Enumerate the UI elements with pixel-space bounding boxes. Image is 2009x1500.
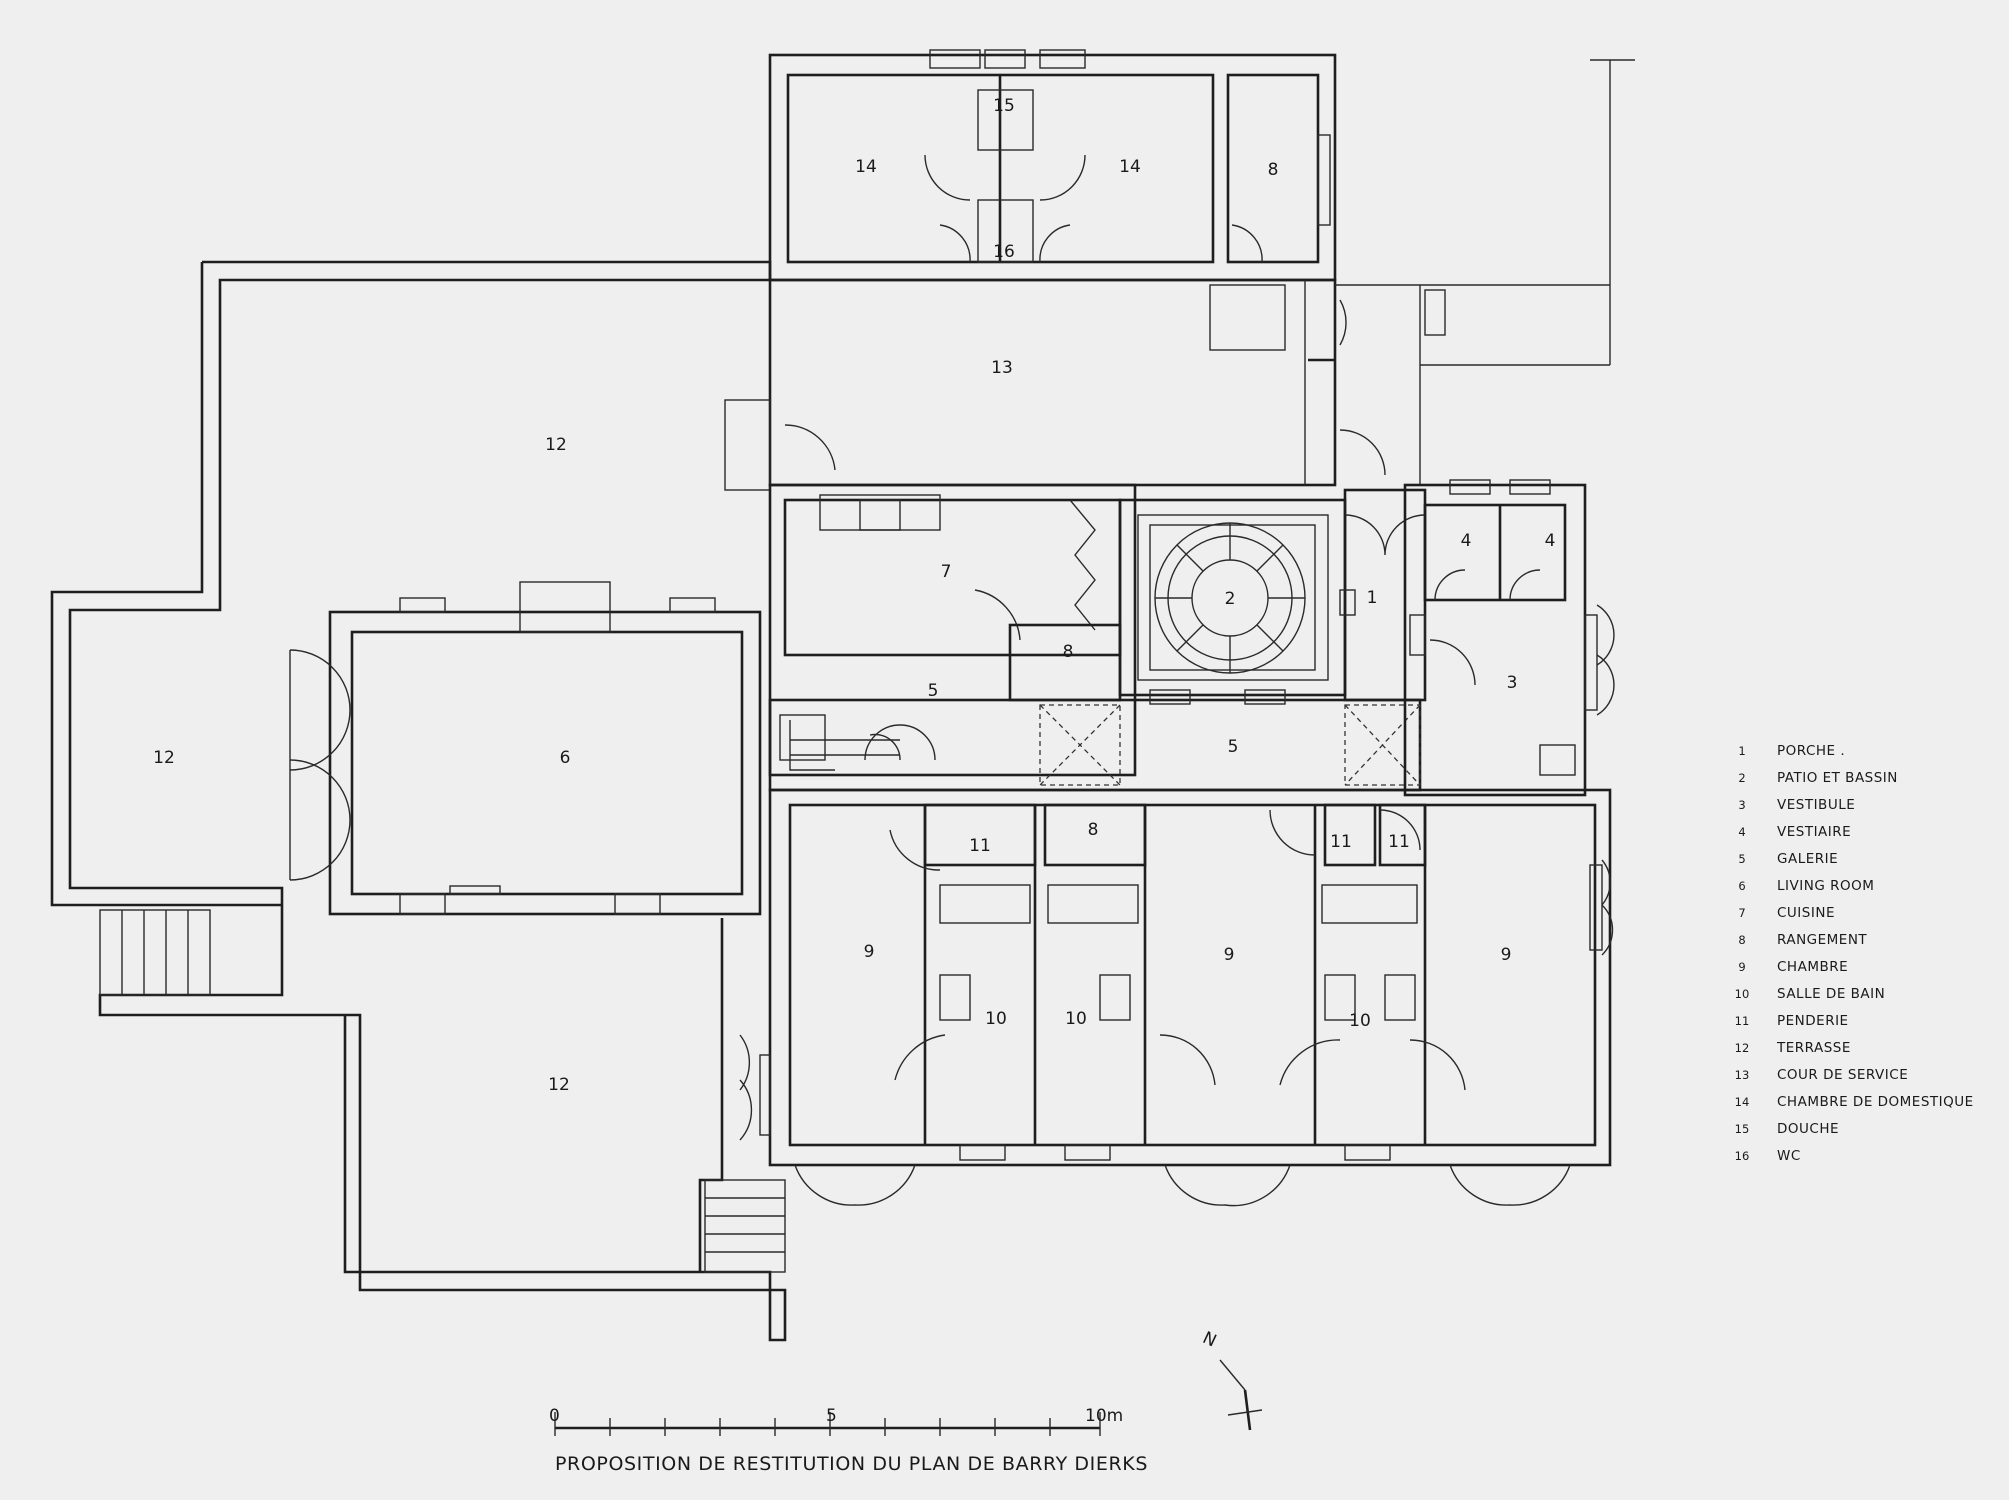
terrace-stairs-left [99, 909, 211, 996]
service-block [768, 49, 1337, 282]
bedroom-wing [739, 788, 1614, 1207]
legend-label: CHAMBRE [1777, 959, 1848, 975]
room-label-15: 15 [993, 96, 1015, 116]
room-label-13: 13 [991, 358, 1013, 378]
room-label-5-second: 5 [1228, 737, 1239, 757]
legend-number: 16 [1735, 1149, 1750, 1163]
room-label-10: 10 [985, 1009, 1007, 1029]
legend-label: COUR DE SERVICE [1777, 1067, 1908, 1083]
room-label-12-second: 12 [153, 748, 175, 768]
outer-lines-right [1335, 59, 1635, 485]
scale-label-ten: 10m [1085, 1406, 1123, 1426]
legend-number: 15 [1735, 1122, 1750, 1136]
room-label-7: 7 [941, 562, 952, 582]
room-label-5: 5 [928, 681, 939, 701]
room-label-14-second: 14 [1119, 157, 1141, 177]
room-label-10-third: 10 [1349, 1011, 1371, 1031]
room-label-10-second: 10 [1065, 1009, 1087, 1029]
north-label: N [1199, 1328, 1219, 1352]
legend-label: RANGEMENT [1777, 932, 1867, 948]
legend-label: VESTIAIRE [1777, 824, 1851, 840]
service-court [724, 278, 1386, 491]
legend-number: 2 [1738, 771, 1745, 785]
legend-number: 14 [1735, 1095, 1750, 1109]
room-label-16: 16 [993, 242, 1015, 262]
plan-caption: PROPOSITION DE RESTITUTION DU PLAN DE BA… [555, 1453, 1148, 1475]
room-label-8-second: 8 [1088, 820, 1099, 840]
legend-label: PATIO ET BASSIN [1777, 770, 1898, 786]
legend-label: VESTIBULE [1777, 797, 1855, 813]
room-label-9-second: 9 [1224, 945, 1235, 965]
legend-number: 1 [1738, 744, 1745, 758]
legend: 1 PORCHE . 2 PATIO ET BASSIN 3 VESTIBULE… [1735, 743, 1974, 1164]
room-label-14: 14 [855, 157, 877, 177]
legend-label: LIVING ROOM [1777, 878, 1874, 894]
legend-label: CUISINE [1777, 905, 1835, 921]
legend-number: 10 [1735, 987, 1750, 1001]
porch-walls [1339, 488, 1427, 702]
room-label-8: 8 [1063, 642, 1074, 662]
room-label-11-second: 11 [1330, 832, 1352, 852]
legend-label: PENDERIE [1777, 1013, 1849, 1029]
room-label-3: 3 [1507, 673, 1518, 693]
room-label-6: 6 [560, 748, 571, 768]
legend-label: WC [1777, 1148, 1801, 1164]
room-label-12: 12 [545, 435, 567, 455]
room-label-12-third: 12 [548, 1075, 570, 1095]
terrace-stairs-bottom [704, 1179, 786, 1273]
legend-number: 3 [1738, 798, 1745, 812]
room-label-8-third: 8 [1268, 160, 1279, 180]
legend-label: CHAMBRE DE DOMESTIQUE [1777, 1094, 1974, 1110]
room-label-4: 4 [1461, 531, 1472, 551]
fountain-circle [1154, 522, 1306, 674]
legend-number: 4 [1738, 825, 1745, 839]
vestibule-walls [1403, 479, 1615, 797]
room-label-1: 1 [1367, 588, 1378, 608]
room-label-11-third: 11 [1388, 832, 1410, 852]
room-label-9-third: 9 [1501, 945, 1512, 965]
room-label-11: 11 [969, 836, 991, 856]
scale-bar [554, 1412, 1101, 1436]
legend-number: 7 [1738, 906, 1745, 920]
legend-label: SALLE DE BAIN [1777, 986, 1885, 1002]
legend-number: 12 [1735, 1041, 1750, 1055]
legend-label: DOUCHE [1777, 1121, 1839, 1137]
legend-number: 13 [1735, 1068, 1750, 1082]
kitchen-walls [768, 483, 1137, 777]
legend-label: GALERIE [1777, 851, 1838, 867]
legend-number: 8 [1738, 933, 1745, 947]
living-room-walls [289, 581, 762, 916]
room-label-9: 9 [864, 942, 875, 962]
legend-label: PORCHE . [1777, 743, 1845, 759]
room-label-2: 2 [1225, 589, 1236, 609]
legend-number: 9 [1738, 960, 1745, 974]
legend-number: 11 [1735, 1014, 1750, 1028]
terrace-outline [50, 260, 787, 1342]
legend-number: 5 [1738, 852, 1745, 866]
legend-label: TERRASSE [1776, 1040, 1851, 1056]
room-label-4-second: 4 [1545, 531, 1556, 551]
north-arrow [1219, 1359, 1263, 1431]
room-labels: 1 2 3 4 4 5 5 6 7 8 8 8 9 9 9 10 10 10 1… [153, 96, 1555, 1095]
legend-number: 6 [1738, 879, 1745, 893]
scale-label-five: 5 [826, 1406, 837, 1426]
scale-label-zero: 0 [549, 1406, 560, 1426]
